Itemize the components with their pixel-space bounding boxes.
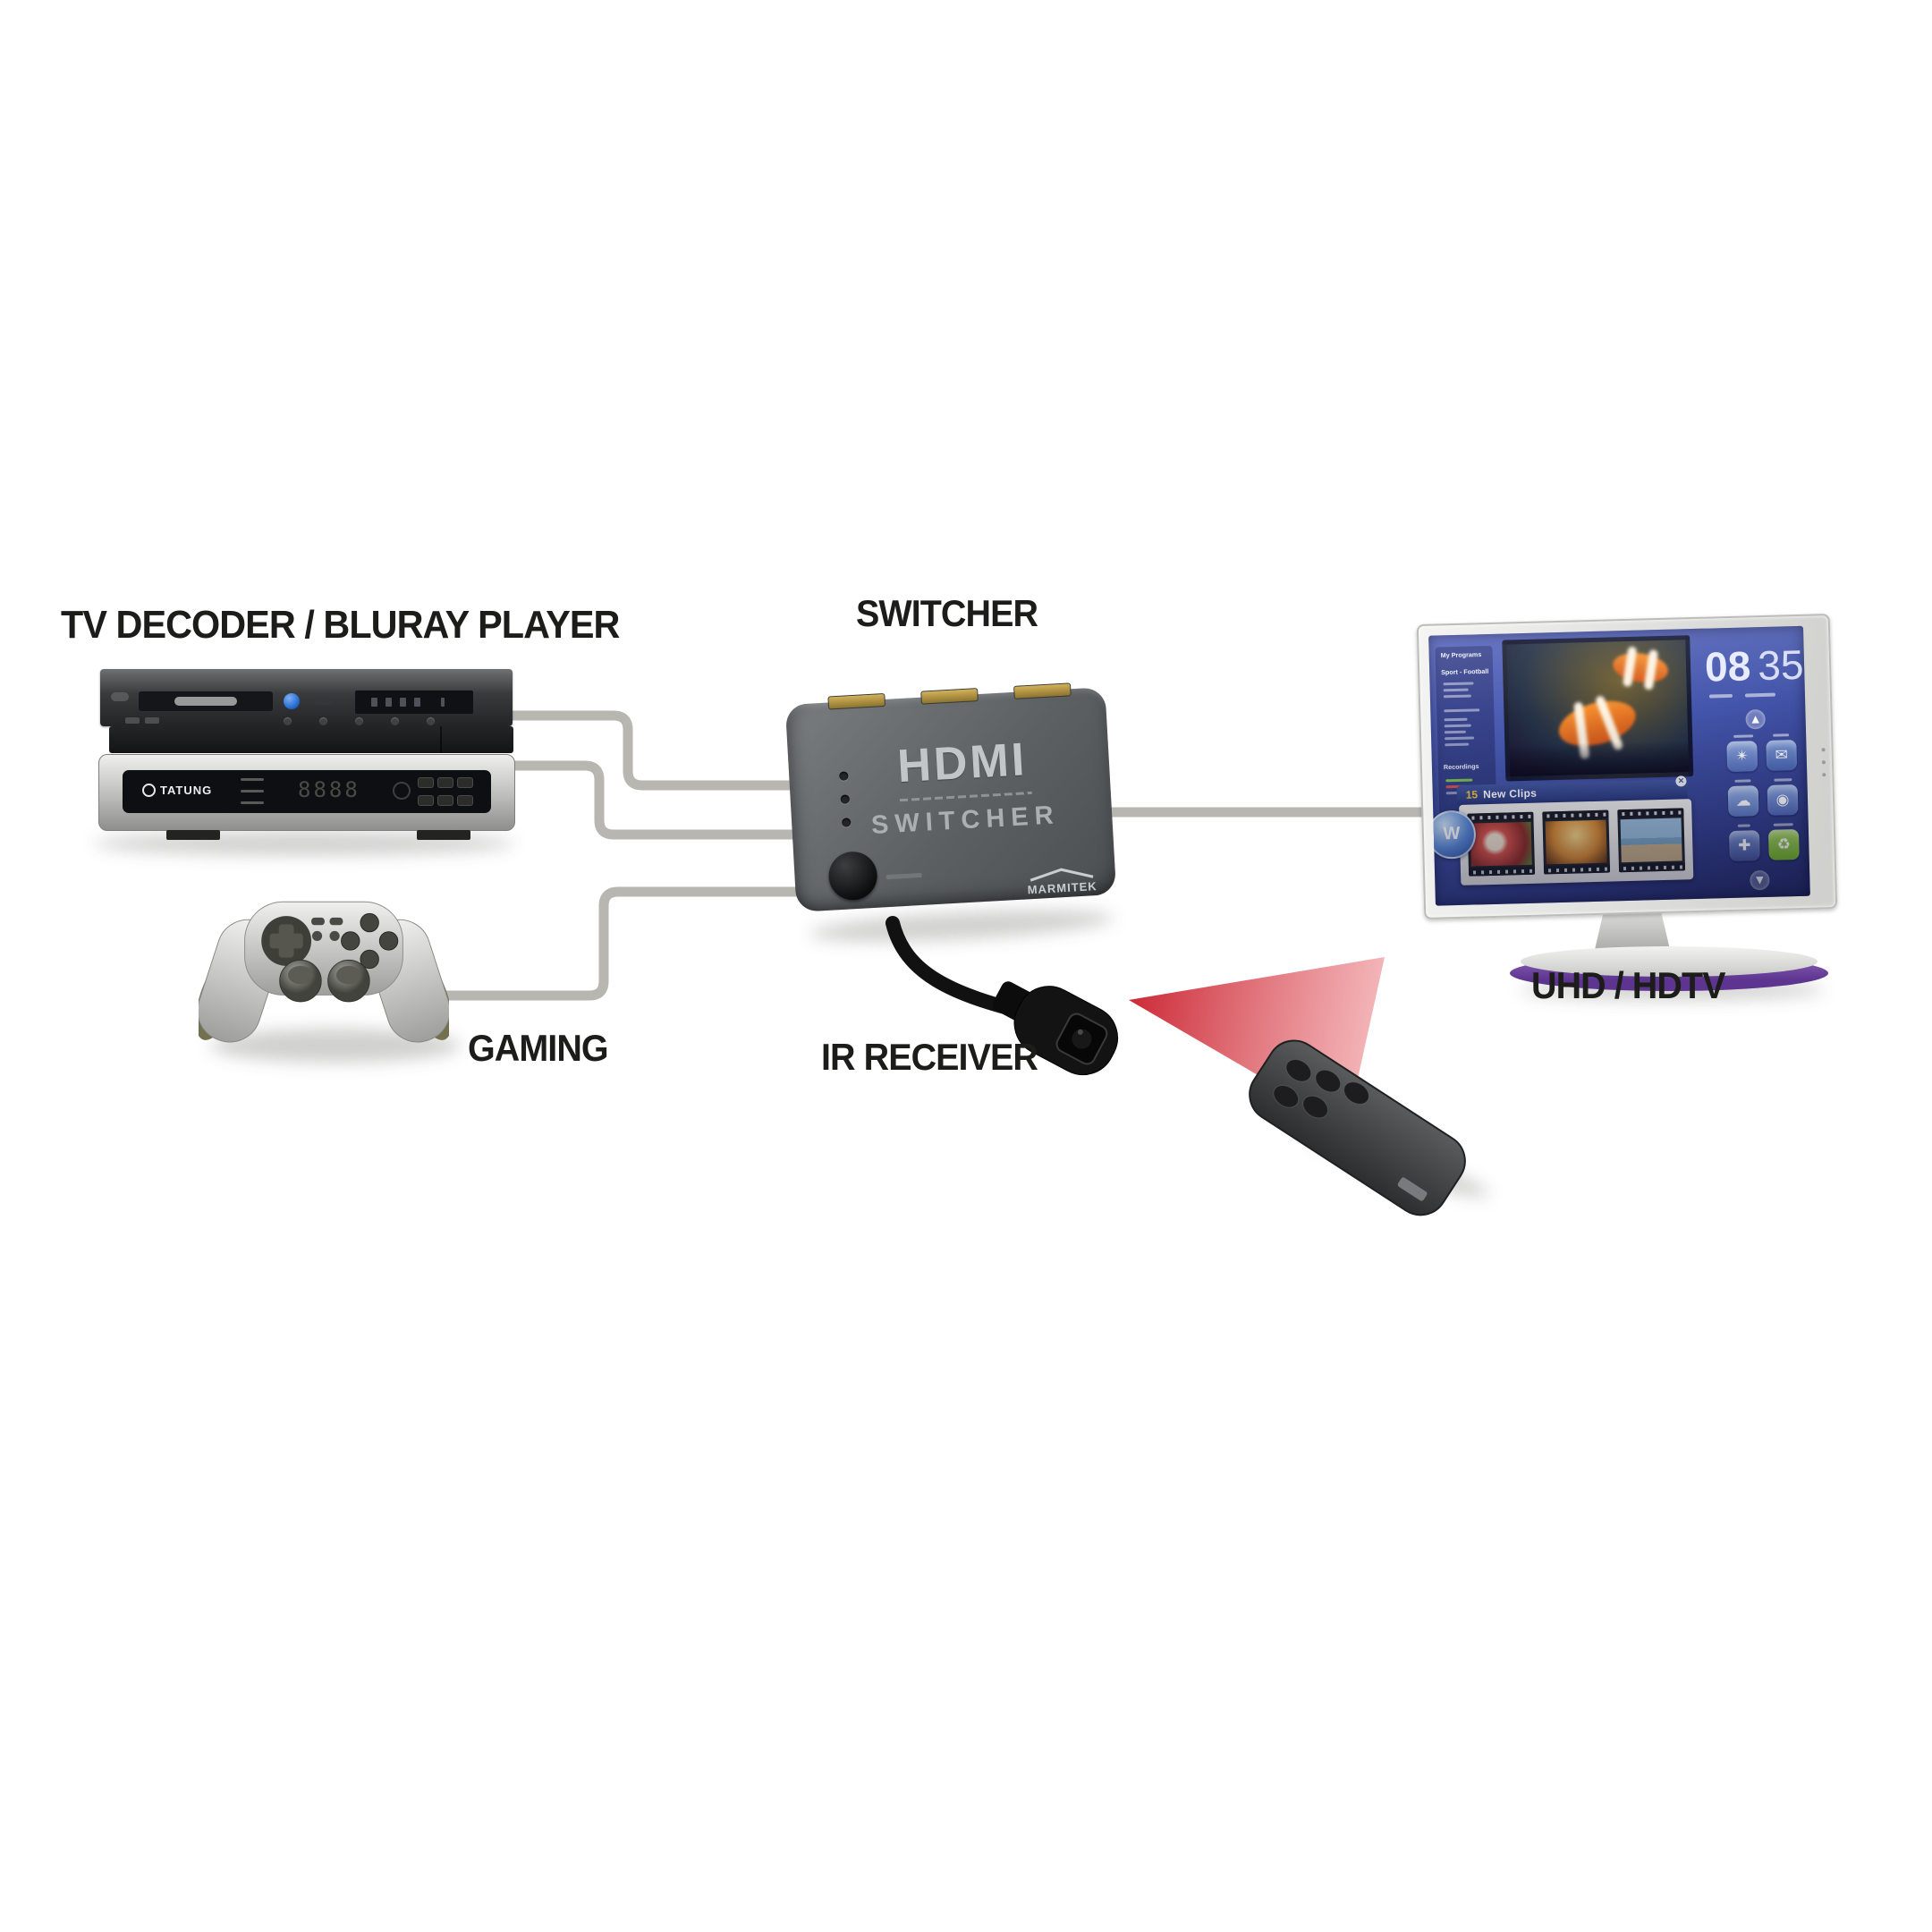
action-button-icon <box>360 949 379 970</box>
bluray-base <box>109 726 513 753</box>
cable-decoder-to-switcher <box>496 760 816 840</box>
screen-vignette <box>1428 625 1810 906</box>
tv-screen: My Programs Sport - Football Recordings <box>1428 625 1810 906</box>
remote-control <box>1249 1039 1466 1216</box>
bluray-display <box>355 691 473 714</box>
disc-tray <box>139 691 273 711</box>
tv-control-dot <box>1821 748 1826 752</box>
switcher-label: SWITCHER <box>856 592 1038 634</box>
remote-logo <box>1397 1177 1428 1201</box>
playback-button <box>391 717 399 725</box>
action-button-icon <box>378 931 399 951</box>
playback-button <box>427 717 435 725</box>
decoder-button <box>437 795 453 806</box>
tv-label: UHD / HDTV <box>1531 964 1725 1006</box>
marmitek-logo: MARMITEK <box>1016 864 1107 897</box>
decoder-foot <box>417 830 470 840</box>
decoder-button <box>437 777 453 788</box>
tatung-logo-icon <box>142 784 156 797</box>
front-vent <box>145 717 159 724</box>
power-icon <box>393 782 411 800</box>
decoder-button <box>457 795 473 806</box>
gaming-label: GAMING <box>468 1027 609 1069</box>
decoder-button <box>457 777 473 788</box>
eject-button <box>313 698 335 705</box>
decoder-foot <box>166 830 220 840</box>
ir-receiver-label: IR RECEIVER <box>821 1036 1038 1078</box>
hdmi-switcher: HDMI SWITCHER MARMITEK <box>784 682 1117 912</box>
playback-button <box>319 717 327 725</box>
decoder-button <box>418 777 434 788</box>
remote-button <box>1302 1095 1329 1119</box>
bluray-disc-logo-icon <box>284 693 300 709</box>
tv-stand-base-top <box>1521 946 1818 977</box>
panel-label <box>241 790 264 792</box>
panel-label <box>241 801 264 804</box>
front-vent <box>125 717 140 724</box>
panel-label <box>241 778 264 781</box>
remote-button <box>1343 1081 1369 1105</box>
uhd-tv: My Programs Sport - Football Recordings <box>1416 614 1838 919</box>
action-button-icon <box>360 912 379 933</box>
playback-button <box>355 717 363 725</box>
decoder-display: 8888 <box>298 777 360 802</box>
decoder-front-panel: TATUNG 8888 <box>123 770 491 813</box>
cable-bluray-to-switcher <box>496 710 816 791</box>
game-controller <box>199 901 449 1043</box>
tv-decoder: TATUNG 8888 <box>98 754 515 840</box>
bluray-brand-logo <box>111 692 129 701</box>
playback-button <box>284 717 292 725</box>
cable-gaming-to-switcher <box>420 886 816 1001</box>
decoder-button <box>418 795 434 806</box>
remote-button <box>1315 1069 1342 1093</box>
sources-label: TV DECODER / BLURAY PLAYER <box>61 603 620 647</box>
remote-button <box>1285 1058 1312 1082</box>
decoder-brand: TATUNG <box>142 784 212 797</box>
action-button-icon <box>341 931 360 951</box>
tv-control-dot <box>1821 760 1826 765</box>
ir-receiver-eye <box>992 981 1119 1076</box>
remote-button <box>1273 1084 1300 1108</box>
bluray-player <box>100 669 513 726</box>
tv-stand-neck <box>1594 907 1671 953</box>
